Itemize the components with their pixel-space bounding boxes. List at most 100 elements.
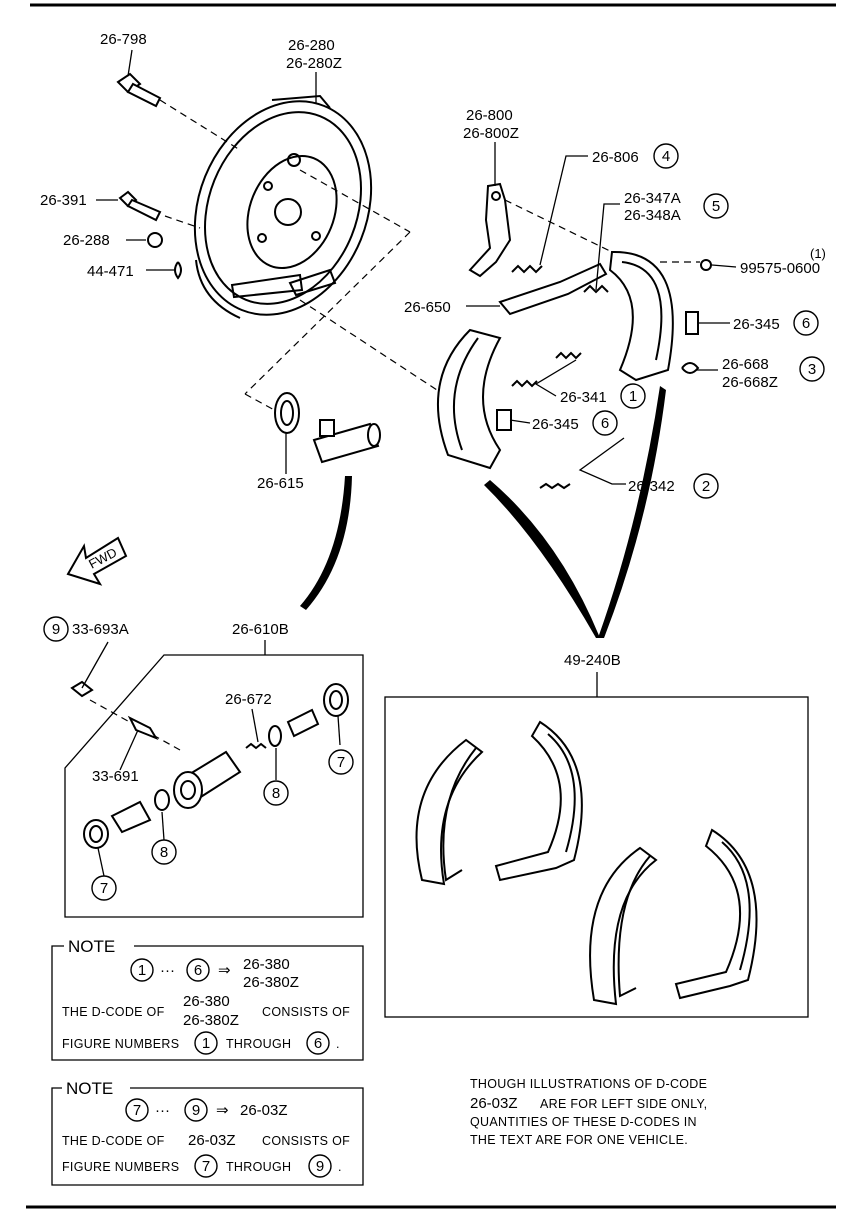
bolt-26-798-drawing [116, 72, 162, 108]
footnote-line3: QUANTITIES OF THESE D-CODES IN [470, 1115, 697, 1129]
callout-3: 3 [799, 356, 825, 382]
note1-line2-pre: THE D-CODE OF [62, 1005, 165, 1019]
swoosh-arrows [300, 386, 666, 638]
callout-1: 1 [620, 383, 646, 409]
note2-line3-from: 7 [202, 1158, 210, 1175]
label-33-693a: 33-693A [72, 621, 129, 638]
note2-line3-pre: FIGURE NUMBERS [62, 1160, 179, 1174]
leader-lines [81, 49, 737, 877]
label-26-342: 26-342 [628, 478, 675, 495]
footnote-line2-rest: ARE FOR LEFT SIDE ONLY, [540, 1097, 707, 1111]
wheel-cylinder-kit-frame [64, 654, 364, 918]
wheel-cylinder-top-drawing [274, 392, 381, 464]
note2-dots: ··· [155, 1102, 170, 1119]
note2-range-to: 9 [192, 1102, 200, 1119]
label-26-280z: 26-280Z [286, 55, 342, 72]
note1-line3-mid: THROUGH [226, 1037, 291, 1051]
note1-code-z: 26-380Z [243, 974, 299, 991]
callout-5: 5 [703, 193, 729, 219]
note1-code: 26-380 [243, 956, 290, 973]
bolt-26-391-drawing [118, 190, 162, 222]
label-26-668z: 26-668Z [722, 374, 778, 391]
label-26-288: 26-288 [63, 232, 110, 249]
dashed-guide-lines [89, 99, 700, 751]
label-26-345-lower: 26-345 [532, 416, 579, 433]
footnote-line4: THE TEXT ARE FOR ONE VEHICLE. [470, 1133, 688, 1147]
note1-title: NOTE [68, 937, 115, 956]
svg-text:2: 2 [702, 478, 710, 495]
note1-line2-code-z: 26-380Z [183, 1012, 239, 1029]
svg-text:5: 5 [712, 198, 720, 215]
note2-arrow: ⇒ [216, 1102, 229, 1119]
clip-44-471-drawing [174, 261, 182, 280]
note2-line3-mid: THROUGH [226, 1160, 291, 1174]
callout-8-left: 8 [151, 839, 177, 865]
callout-2: 2 [693, 473, 719, 499]
note1-line2-post: CONSISTS OF [262, 1005, 350, 1019]
svg-text:6: 6 [802, 315, 810, 332]
note1-range-to: 6 [194, 962, 202, 979]
label-26-341: 26-341 [560, 389, 607, 406]
backing-plate-drawing [193, 94, 373, 319]
svg-text:8: 8 [272, 785, 280, 802]
wheel-cylinder-kit-drawing [70, 680, 349, 849]
label-26-800z: 26-800Z [463, 125, 519, 142]
label-49-240b: 49-240B [564, 652, 621, 669]
spring-lever-drawings [496, 259, 712, 490]
label-44-471: 44-471 [87, 263, 134, 280]
label-26-615: 26-615 [257, 475, 304, 492]
label-99575-0600: 99575-0600 [740, 260, 820, 277]
note2-code: 26-03Z [240, 1102, 288, 1119]
label-26-610b: 26-610B [232, 621, 289, 638]
note1-line2-code: 26-380 [183, 993, 230, 1010]
footnote: THOUGH ILLUSTRATIONS OF D-CODE 26-03Z AR… [470, 1077, 707, 1147]
svg-text:6: 6 [601, 415, 609, 432]
note2-line2-post: CONSISTS OF [262, 1134, 350, 1148]
note1-line3-to: 6 [314, 1035, 322, 1052]
label-26-347a: 26-347A [624, 190, 681, 207]
note2-line3-end: . [338, 1160, 342, 1174]
callout-8-right: 8 [263, 780, 289, 806]
callout-4: 4 [653, 143, 679, 169]
label-26-280: 26-280 [288, 37, 335, 54]
svg-text:1: 1 [629, 388, 637, 405]
label-26-345-upper: 26-345 [733, 316, 780, 333]
brake-shoes-top-drawing [437, 250, 674, 470]
nut-26-288-drawing [147, 232, 163, 248]
callout-6-upper: 6 [793, 310, 819, 336]
label-26-806: 26-806 [592, 149, 639, 166]
label-26-668: 26-668 [722, 356, 769, 373]
svg-text:3: 3 [808, 361, 816, 378]
svg-text:9: 9 [52, 621, 60, 638]
note2-line2-code: 26-03Z [188, 1132, 236, 1149]
note1-range-from: 1 [138, 962, 146, 979]
note-box-2: NOTE 7 ··· 9 ⇒ 26-03Z THE D-CODE OF 26-0… [51, 1079, 364, 1186]
callout-9: 9 [43, 616, 69, 642]
label-26-800: 26-800 [466, 107, 513, 124]
note2-range-from: 7 [133, 1102, 141, 1119]
svg-text:4: 4 [662, 148, 670, 165]
note2-line2-pre: THE D-CODE OF [62, 1134, 165, 1148]
label-33-691: 33-691 [92, 768, 139, 785]
note1-line3-pre: FIGURE NUMBERS [62, 1037, 179, 1051]
svg-text:7: 7 [100, 880, 108, 897]
callout-7-left: 7 [91, 875, 117, 901]
note1-line3-from: 1 [202, 1035, 210, 1052]
label-26-650: 26-650 [404, 299, 451, 316]
label-99575-qty: (1) [810, 246, 826, 261]
callout-6-lower: 6 [592, 410, 618, 436]
note2-line3-to: 9 [316, 1158, 324, 1175]
shoe-kit-drawing [415, 720, 758, 1006]
label-26-348a: 26-348A [624, 207, 681, 224]
svg-text:7: 7 [337, 754, 345, 771]
adjuster-plate-26-800-drawing [468, 182, 512, 278]
note1-dots: ··· [160, 962, 175, 979]
label-26-798: 26-798 [100, 31, 147, 48]
footnote-line2-code: 26-03Z [470, 1095, 518, 1112]
footnote-line1: THOUGH ILLUSTRATIONS OF D-CODE [470, 1077, 707, 1091]
fwd-arrow-icon: FWD [66, 536, 128, 586]
svg-text:8: 8 [160, 844, 168, 861]
label-26-672: 26-672 [225, 691, 272, 708]
note1-line3-end: . [336, 1037, 340, 1051]
